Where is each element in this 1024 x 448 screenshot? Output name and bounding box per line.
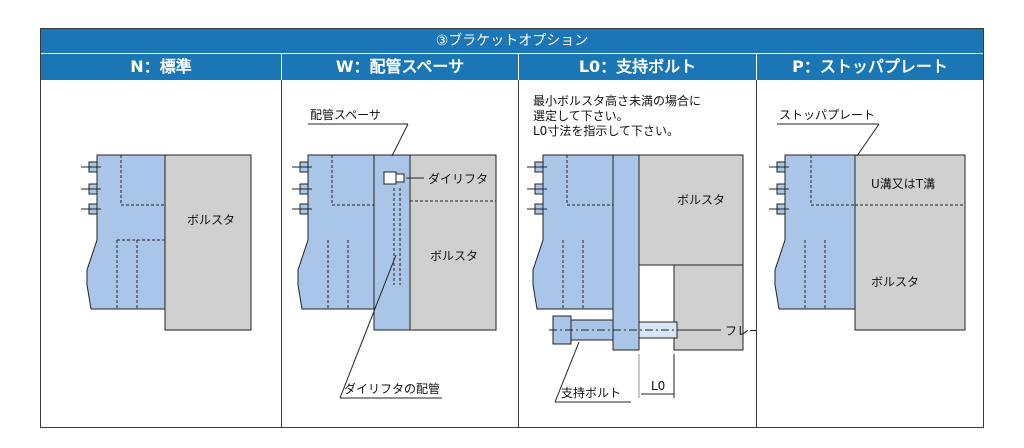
diagram-p: ストッパプレート U溝又はT溝 ボルスタ: [756, 80, 983, 427]
diagram-l0: 最小ボルスタ高さ未満の場合に 選定して下さい。 L0寸法を指示して下さい。: [518, 80, 757, 427]
support-bracket: [612, 154, 640, 351]
frame-block: [673, 264, 744, 351]
table-title: ③ブラケットオプション: [41, 29, 983, 54]
clamp-body: [297, 154, 375, 310]
header-row: N：標準 W：配管スペーサ L0：支持ボルト P：ストッパプレート: [41, 54, 983, 80]
bolster-label: ボルスタ: [871, 275, 919, 289]
diagram-n: ボルスタ: [41, 80, 281, 427]
bolster-block: [638, 154, 744, 266]
die-lifter-fitting: [383, 171, 405, 185]
spacer-label: 配管スペーサ: [310, 107, 381, 122]
l0-note: 最小ボルスタ高さ未満の場合に 選定して下さい。 L0寸法を指示して下さい。: [533, 94, 702, 138]
piping-label: ダイリフタの配管: [344, 381, 440, 396]
stopper-label: ストッパプレート: [779, 108, 875, 122]
clamp-body: [532, 154, 614, 310]
bolster-block: [164, 154, 252, 331]
clamp-bolt-heads: [81, 161, 101, 215]
heading-p: P：ストッパプレート: [756, 54, 983, 80]
frame-label: フレーム: [725, 324, 757, 338]
bolt-label: 支持ボルト: [561, 385, 621, 400]
bolster-block: [854, 154, 966, 331]
bolster-label: ボルスタ: [677, 193, 725, 207]
heading-n: N：標準: [130, 57, 192, 76]
clamp-body: [774, 154, 856, 310]
die-lifter-label: ダイリフタ: [428, 171, 488, 186]
slot-label: U溝又はT溝: [871, 177, 935, 191]
bolster-label: ボルスタ: [430, 249, 478, 263]
diagram-w: 配管スペーサ ダイリフタ ボルスタ ダイリフタの配管: [281, 80, 518, 427]
bracket-option-table: ③ブラケットオプション N：標準 W：配管スペーサ L0：支持ボルト P：ストッ…: [40, 28, 984, 428]
heading-l0: L0：支持ボルト: [518, 54, 756, 80]
l0-dimension-label: L0: [651, 379, 665, 393]
bolster-block: [409, 154, 497, 331]
diagram-row: ボルスタ 配管スペーサ: [41, 80, 983, 427]
heading-w: W：配管スペーサ: [281, 54, 518, 80]
bolster-label: ボルスタ: [187, 213, 235, 227]
clamp-body: [86, 154, 166, 310]
